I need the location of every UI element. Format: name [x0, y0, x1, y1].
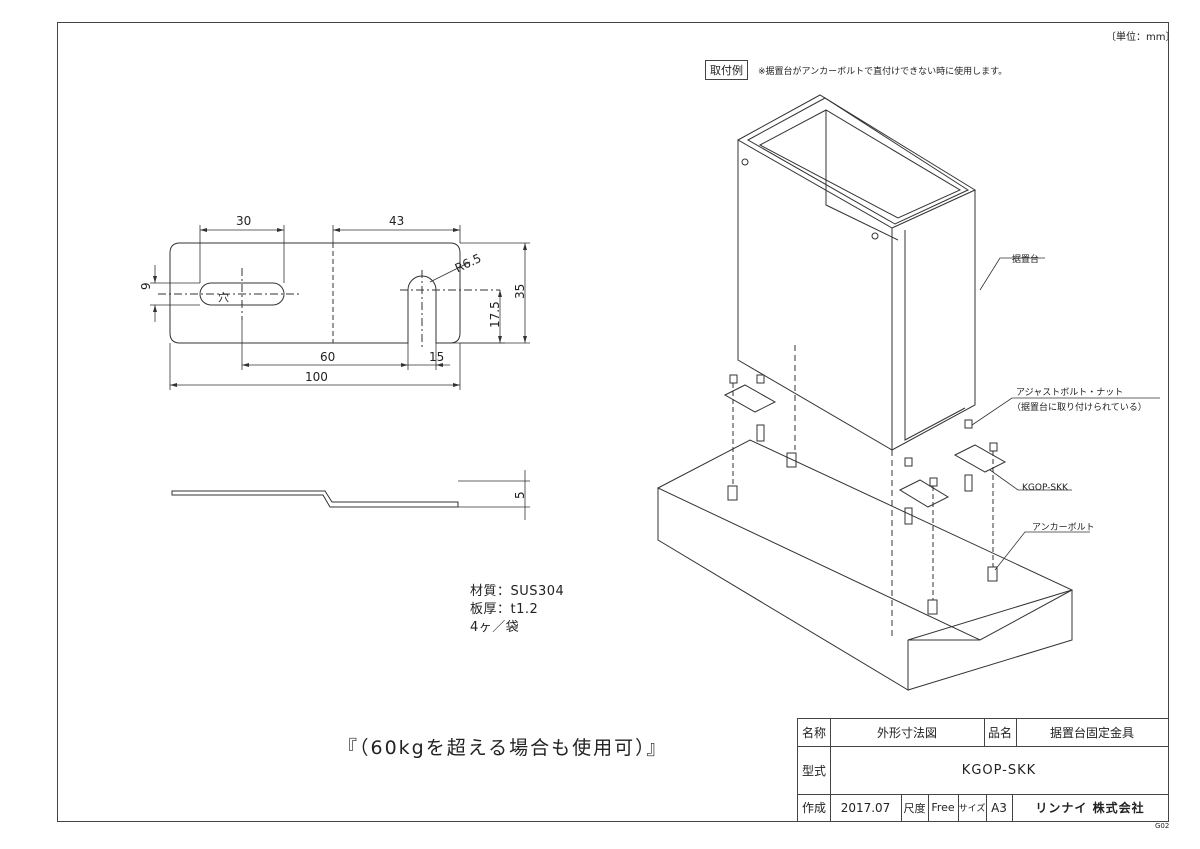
unit-note: 〔単位：mm〕	[1106, 32, 1176, 43]
dim-60: 60	[320, 350, 335, 364]
dim-43: 43	[389, 214, 404, 228]
tb-product-value: 据置台固定金具	[1049, 726, 1134, 740]
dim-9: 9	[139, 282, 153, 290]
tb-size-label: サイズ	[958, 804, 986, 814]
plan-view-outline	[158, 242, 500, 350]
mounting-example-label: 取付例	[705, 60, 748, 80]
dim-30: 30	[236, 214, 251, 228]
tb-name-label: 名称	[801, 726, 826, 740]
mounting-example-note: ※据置台がアンカーボルトで直付けできない時に使用します。	[758, 67, 1008, 77]
drawing-code: G02	[1155, 822, 1170, 830]
tb-company: リンナイ 株式会社	[1035, 801, 1145, 815]
tb-scale-value: Free	[931, 801, 955, 814]
title-block: 名称 外形寸法図 品名 据置台固定金具 型式 KGOP-SKK 作成 2017.…	[797, 718, 1169, 822]
side-view	[171, 470, 530, 520]
callout-stand: 据置台	[1012, 253, 1039, 265]
callout-adjust-bolt: アジャストボルト・ナット	[1016, 387, 1123, 398]
spec-material: 材質：SUS304	[470, 584, 565, 599]
load-note: 『（60kgを超える場合も使用可）』	[338, 737, 668, 759]
isometric-base-block	[656, 439, 1074, 691]
dim-5: 5	[513, 491, 527, 499]
dim-r65: R6.5	[453, 251, 484, 275]
plan-view-dimensions	[150, 225, 530, 390]
tb-product-label: 品名	[987, 726, 1012, 740]
hole-label: 穴	[218, 290, 229, 304]
tb-model-label: 型式	[801, 763, 826, 778]
drawing-frame	[57, 22, 1169, 822]
tb-name-value: 外形寸法図	[876, 726, 937, 740]
dim-100: 100	[305, 370, 328, 384]
callout-anchor-bolt: アンカーボルト	[1032, 522, 1095, 533]
tb-made-value: 2017.07	[840, 800, 891, 815]
callout-leaders	[971, 257, 1160, 571]
isometric-bolts	[727, 374, 998, 615]
tb-size-value: A3	[991, 800, 1007, 815]
tb-made-label: 作成	[801, 801, 826, 815]
dim-17-5: 17.5	[488, 301, 502, 328]
spec-quantity: 4ヶ／袋	[470, 620, 520, 635]
tb-scale-label: 尺度	[903, 801, 926, 815]
dim-15: 15	[429, 350, 444, 364]
isometric-brackets	[723, 384, 1007, 508]
dimension-arrows	[153, 228, 527, 387]
callout-model: KGOP-SKK	[1022, 483, 1069, 493]
spec-thickness: 板厚：t1.2	[470, 602, 539, 617]
callout-adjust-bolt-note: （据置台に取り付けられている）	[1012, 401, 1147, 413]
tb-model-value: KGOP-SKK	[961, 762, 1037, 778]
dim-35: 35	[513, 284, 527, 299]
isometric-stand-box	[737, 94, 977, 640]
